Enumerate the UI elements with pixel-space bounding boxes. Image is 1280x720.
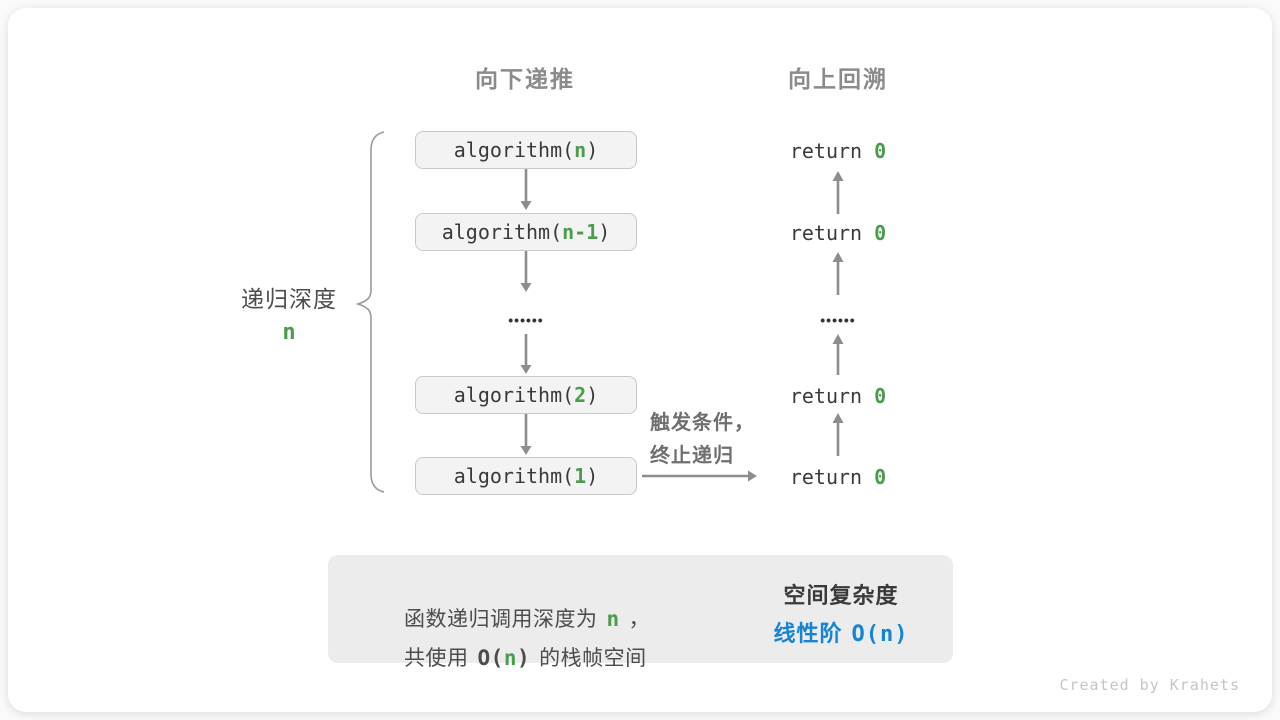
summary-text: 函数递归调用深度为 [404,608,598,631]
return-keyword: return [789,465,863,489]
return-value: 0 [874,139,887,163]
call-box-2: algorithm(2) [415,376,637,414]
header-backtrack-up: 向上回溯 [788,66,888,92]
up-arrow [832,334,844,375]
result-label: 线性阶 [773,621,843,646]
code-arg: n-1 [562,220,599,244]
summary-line1: 函数递归调用深度为 n ， [366,579,650,657]
summary-text: ， [628,608,651,631]
summary-n: n [503,646,517,670]
code-text: ) [598,220,611,244]
up-arrow [832,413,844,456]
code-text: algorithm( [453,138,575,162]
down-arrow [520,251,532,292]
summary-n: n [606,607,620,631]
space-complexity-title: 空间复杂度 [783,583,899,608]
return-row: return 0 [758,384,918,408]
base-case-note-line1: 触发条件， [650,412,755,434]
code-text: ) [586,383,599,407]
code-arg: n [574,138,587,162]
diagram-card: 向下递推 向上回溯 递归深度 n algorithm(n) algorithm(… [8,8,1272,712]
space-complexity-result: 线性阶 O(n) [741,616,941,648]
credit-text: Created by Krahets [1059,676,1240,694]
code-arg: 1 [574,464,587,488]
call-box-n: algorithm(n) [415,131,637,169]
summary-text: 的栈帧空间 [539,647,647,670]
return-keyword: return [789,384,863,408]
down-arrow [520,334,532,374]
return-row: return 0 [758,139,918,163]
code-text: ) [586,464,599,488]
return-value: 0 [874,465,887,489]
call-box-1: algorithm(1) [415,457,637,495]
up-arrow [832,171,844,214]
return-keyword: return [789,221,863,245]
call-box-n-1: algorithm(n-1) [415,213,637,251]
summary-text: 共使用 [404,647,469,670]
up-arrow [832,252,844,295]
code-text: algorithm( [453,464,575,488]
result-big-o: O(n) [851,622,909,647]
ellipsis-left: •••••• [508,312,544,328]
base-case-note-line2: 终止递归 [650,445,734,467]
down-arrow [520,169,532,210]
depth-value: n [282,320,296,345]
return-keyword: return [789,139,863,163]
return-value: 0 [874,384,887,408]
down-arrow [520,414,532,455]
code-text: algorithm( [453,383,575,407]
ellipsis-right: •••••• [820,312,856,328]
big-o-open: O( [477,646,504,670]
code-text: algorithm( [441,220,563,244]
code-text: ) [586,138,599,162]
header-recurse-down: 向下递推 [475,66,575,92]
summary-line2: 共使用 O(n) 的栈帧空间 [366,618,647,696]
return-row: return 0 [758,465,918,489]
depth-label: 递归深度 [241,286,337,312]
return-value: 0 [874,221,887,245]
base-case-note: 触发条件， 终止递归 [650,407,755,473]
big-o-close: ) [516,646,531,670]
return-row: return 0 [758,221,918,245]
code-arg: 2 [574,383,587,407]
